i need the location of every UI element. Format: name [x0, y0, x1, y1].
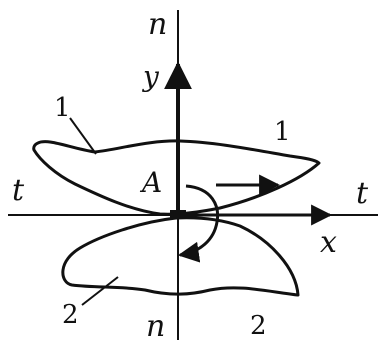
body-1-outline: [32, 139, 321, 216]
label-n-bottom: n: [146, 309, 165, 344]
label-t-right: t: [356, 176, 369, 211]
label-x: x: [320, 225, 337, 260]
label-body-2-inside: 2: [250, 311, 267, 341]
label-n-top: n: [148, 7, 167, 42]
label-y: y: [141, 60, 160, 93]
body-1-leader: [69, 117, 97, 155]
label-point-a: A: [139, 166, 162, 199]
label-body-2-pointer: 2: [62, 300, 79, 330]
label-body-1-pointer: 1: [54, 93, 71, 123]
body-2-leader: [81, 276, 119, 306]
contact-point-a-marker: [170, 210, 186, 219]
rotation-arrow: [177, 184, 220, 263]
label-t-left: t: [12, 173, 25, 208]
label-body-1-inside: 1: [274, 117, 291, 147]
body-2-outline: [61, 216, 300, 297]
